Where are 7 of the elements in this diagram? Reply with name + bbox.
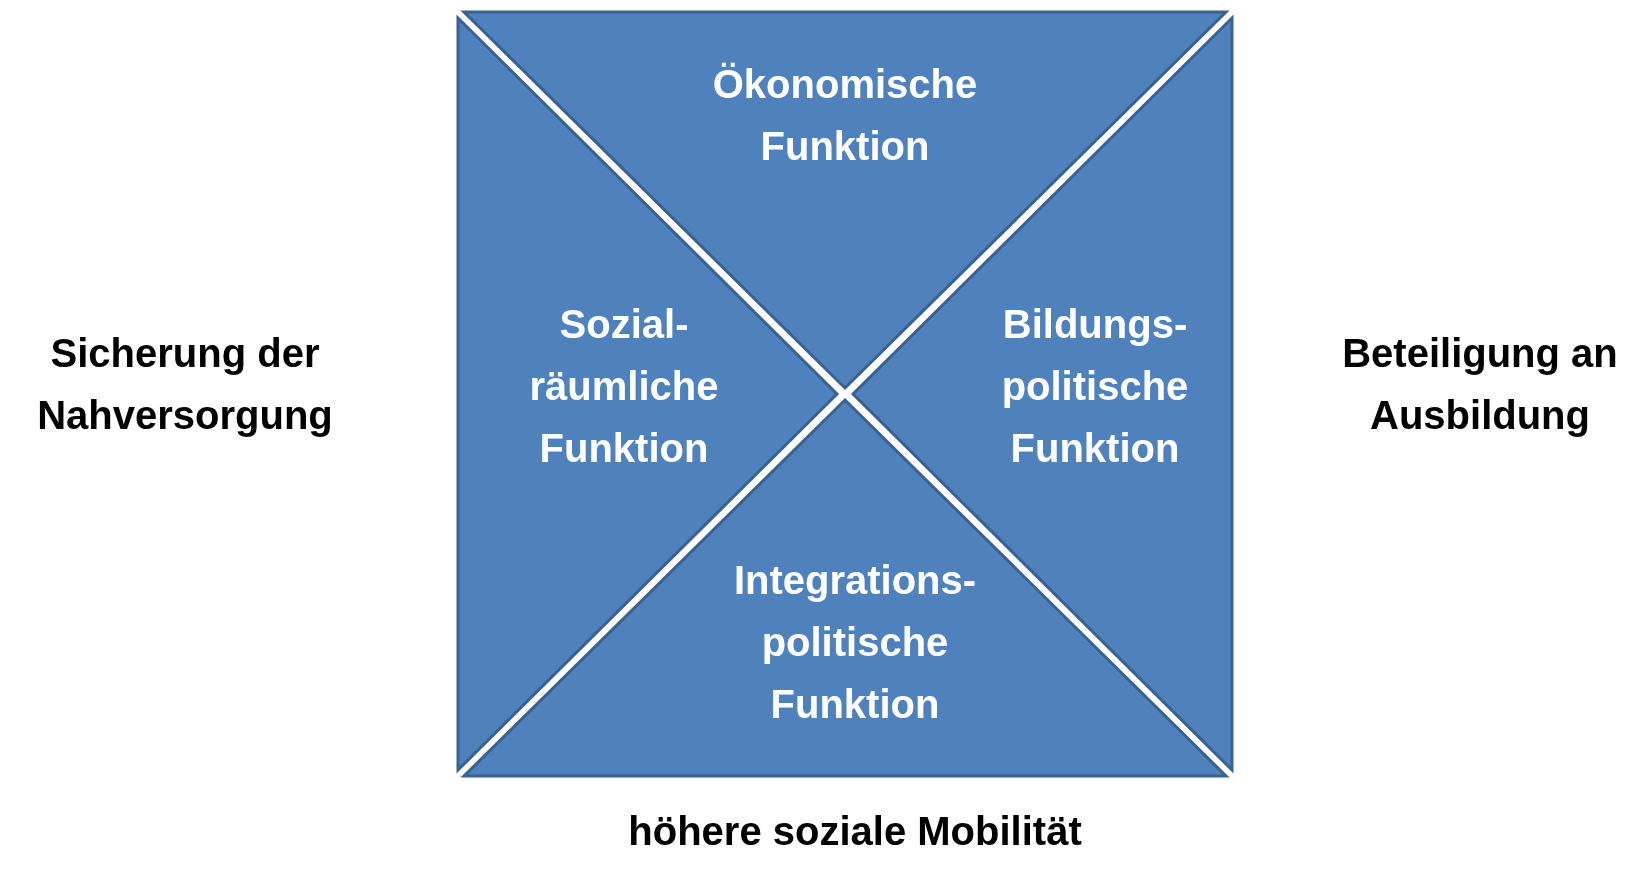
outer-label: Beteiligung an Ausbildung — [1341, 330, 1619, 439]
segment-label: Ökonomische Funktion — [711, 61, 979, 170]
outer-label: höhere soziale Mobilität — [627, 808, 1083, 855]
segment-label: Bildungs- politische Funktion — [1000, 301, 1190, 472]
segment-label: Integrations- politische Funktion — [732, 557, 978, 728]
segment-label: Sozial- räumliche Funktion — [528, 301, 720, 472]
outer-label: Sicherung der Nahversorgung — [36, 330, 334, 439]
